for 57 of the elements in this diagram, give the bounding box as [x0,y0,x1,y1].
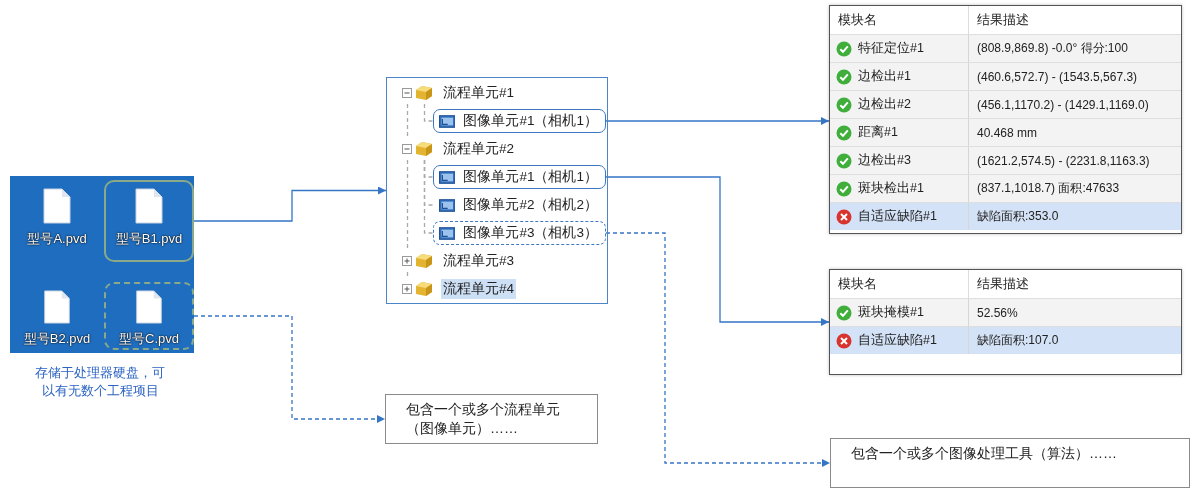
connector-arrow [193,186,387,222]
connector-arrow [605,176,830,326]
dashed-connector-arrow [193,315,386,423]
module-name: 特征定位#1 [858,40,924,57]
dashed-connector-line [423,103,434,122]
result-row [830,174,1181,202]
module-name: 自适应缺陷#1 [858,332,937,349]
result-row [830,326,1181,354]
caption-text: 存储于处理器硬盘，可以有无数个工程项目 [34,364,166,400]
result-table [829,5,1182,234]
result-row [830,62,1181,90]
tree-label: 图像单元#1（相机1） [462,168,599,186]
result-row [830,146,1181,174]
file-panel [10,176,194,353]
result-table [829,269,1182,375]
module-name: 边检出#3 [858,152,911,169]
module-name: 斑块检出#1 [858,180,924,197]
column-header: 模块名 [837,275,878,293]
note-box: 包含一个或多个流程单元（图像单元）…… [385,394,598,444]
module-name: 边检出#2 [858,96,911,113]
tree-label: 流程单元#1 [442,84,516,102]
file-name: 型号A.pvd [27,230,87,248]
tree-label: 图像单元#3（相机3） [462,224,599,242]
column-header: 模块名 [837,11,878,29]
file-item [104,180,194,262]
tree-panel [386,77,608,304]
result-value: 缺陷面积:353.0 [968,203,1181,230]
tree-label: 流程单元#3 [442,252,516,270]
tree-item [433,165,606,189]
tree-item [401,278,518,300]
result-row [830,202,1181,230]
tree-item [433,221,606,245]
result-row [830,118,1181,146]
module-name: 斑块掩模#1 [858,304,924,321]
dashed-connector-line [406,271,409,279]
result-value: 缺陷面积:107.0 [968,327,1181,354]
tree-label: 图像单元#1（相机1） [462,112,599,130]
dashed-connector-arrow [605,232,831,467]
module-name: 自适应缺陷#1 [858,208,937,225]
module-name: 边检出#1 [858,68,911,85]
note-box: 包含一个或多个图像处理工具（算法）…… [830,438,1190,488]
tree-label: 流程单元#4 [441,279,517,299]
result-row [830,90,1181,118]
file-name: 型号B2.pvd [23,330,91,348]
result-row [830,298,1181,326]
module-name: 距离#1 [858,124,898,141]
tree-label: 图像单元#2（相机2） [462,196,599,214]
file-name: 型号C.pvd [119,330,179,348]
tree-label: 流程单元#2 [442,140,516,158]
result-row [830,34,1181,62]
file-name: 型号B1.pvd [115,230,183,248]
connector-arrow [605,117,830,125]
dashed-connector-line [406,159,409,251]
dashed-connector-line [423,159,434,234]
tree-item [433,109,606,133]
dashed-connector-line [406,103,409,139]
file-item [104,282,194,350]
